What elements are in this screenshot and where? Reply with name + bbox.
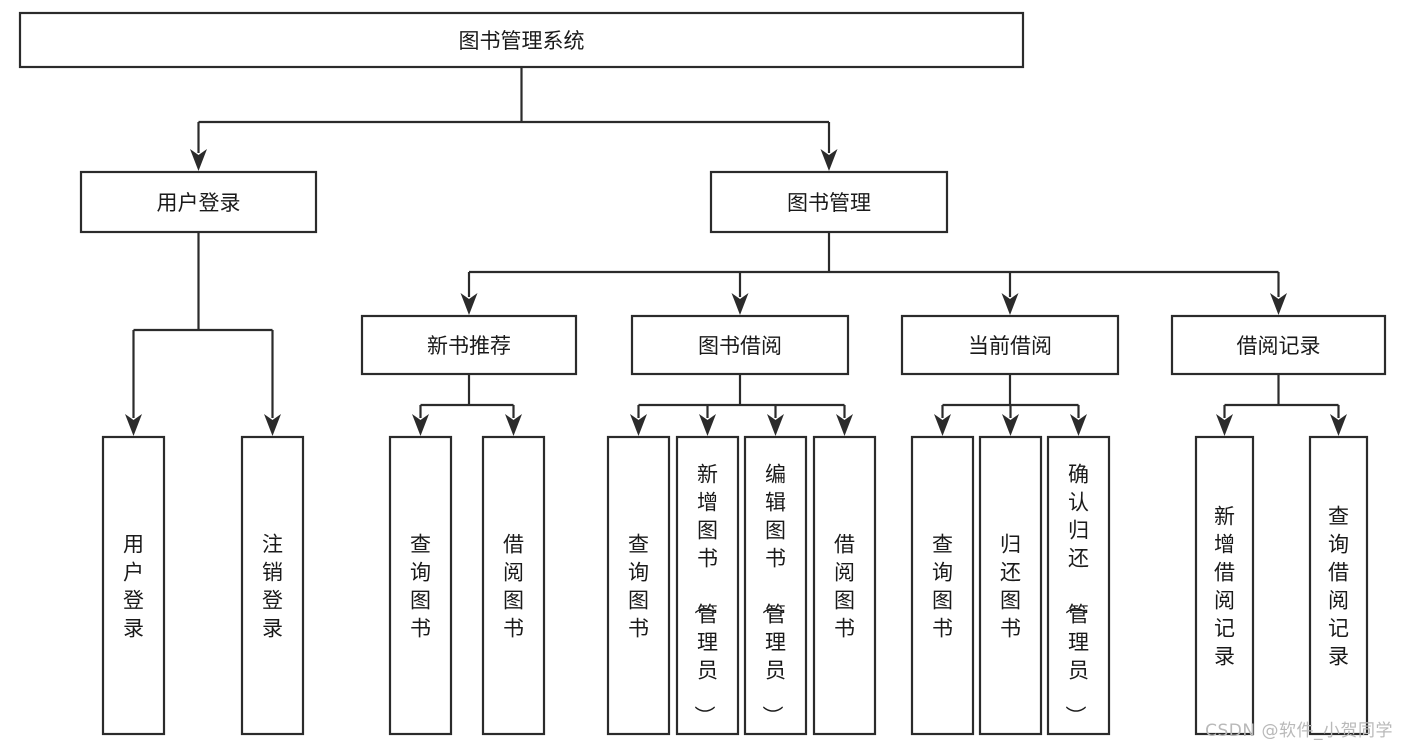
node-label: 新书推荐 bbox=[427, 334, 511, 358]
node-label: 图书管理系统 bbox=[459, 29, 585, 53]
csdn-watermark: CSDN @软件_小贺同学 bbox=[1205, 721, 1393, 741]
node-leaf-query-book-1[interactable]: 查询图书 bbox=[388, 435, 453, 736]
node-label: 借阅图书 bbox=[503, 532, 524, 640]
node-leaf-return-book[interactable]: 归还图书 bbox=[978, 435, 1043, 736]
node-leaf-add-record[interactable]: 新增借阅记录 bbox=[1194, 435, 1255, 736]
node-box bbox=[1308, 435, 1369, 736]
node-box bbox=[79, 170, 318, 234]
node-box bbox=[240, 435, 305, 736]
node-leaf-borrow-book-2[interactable]: 借阅图书 bbox=[812, 435, 877, 736]
node-root[interactable]: 图书管理系统 bbox=[18, 11, 1025, 69]
node-label: 用户登录 bbox=[123, 532, 144, 640]
node-label: 归还图书 bbox=[1000, 532, 1021, 640]
node-book-borrow[interactable]: 图书借阅 bbox=[630, 314, 850, 376]
node-box bbox=[709, 170, 949, 234]
node-label: 查询图书 bbox=[628, 532, 649, 640]
node-label: 用户登录 bbox=[157, 191, 241, 215]
node-box bbox=[606, 435, 671, 736]
node-user-login[interactable]: 用户登录 bbox=[79, 170, 318, 234]
connector-layer bbox=[125, 67, 1347, 436]
node-leaf-query-book-3[interactable]: 查询图书 bbox=[910, 435, 975, 736]
node-book-manage[interactable]: 图书管理 bbox=[709, 170, 949, 234]
node-leaf-edit-book[interactable]: 编辑图书（管理员） bbox=[743, 435, 808, 736]
node-borrow-record[interactable]: 借阅记录 bbox=[1170, 314, 1387, 376]
node-leaf-query-record[interactable]: 查询借阅记录 bbox=[1308, 435, 1369, 736]
node-label: 查询图书 bbox=[932, 532, 953, 640]
node-box bbox=[675, 435, 740, 736]
node-label: 图书管理 bbox=[787, 191, 871, 215]
node-leaf-user-login[interactable]: 用户登录 bbox=[101, 435, 166, 736]
node-label: 注销登录 bbox=[262, 532, 283, 640]
node-box bbox=[978, 435, 1043, 736]
node-box bbox=[910, 435, 975, 736]
node-box bbox=[812, 435, 877, 736]
node-box bbox=[1170, 314, 1387, 376]
node-current-borrow[interactable]: 当前借阅 bbox=[900, 314, 1120, 376]
node-box bbox=[1046, 435, 1111, 736]
node-box bbox=[18, 11, 1025, 69]
node-leaf-logout[interactable]: 注销登录 bbox=[240, 435, 305, 736]
node-label: 新增图书（管理员） bbox=[692, 462, 718, 726]
node-box bbox=[481, 435, 546, 736]
node-box bbox=[900, 314, 1120, 376]
node-box bbox=[101, 435, 166, 736]
node-box bbox=[360, 314, 578, 376]
node-box bbox=[1194, 435, 1255, 736]
node-label: 新增借阅记录 bbox=[1214, 504, 1235, 668]
node-leaf-confirm-return[interactable]: 确认归还（管理员） bbox=[1046, 435, 1111, 736]
node-label: 当前借阅 bbox=[968, 334, 1052, 358]
node-label: 借阅图书 bbox=[834, 532, 855, 640]
node-label: 查询借阅记录 bbox=[1328, 504, 1349, 668]
node-leaf-add-book[interactable]: 新增图书（管理员） bbox=[675, 435, 740, 736]
node-label: 借阅记录 bbox=[1237, 334, 1321, 358]
node-layer: 图书管理系统用户登录图书管理新书推荐图书借阅当前借阅借阅记录用户登录注销登录查询… bbox=[18, 11, 1387, 736]
node-label: 查询图书 bbox=[410, 532, 431, 640]
node-leaf-query-book-2[interactable]: 查询图书 bbox=[606, 435, 671, 736]
node-label: 图书借阅 bbox=[698, 334, 782, 358]
node-box bbox=[630, 314, 850, 376]
node-box bbox=[388, 435, 453, 736]
node-box bbox=[743, 435, 808, 736]
node-leaf-borrow-book-1[interactable]: 借阅图书 bbox=[481, 435, 546, 736]
node-label: 编辑图书（管理员） bbox=[760, 462, 786, 726]
node-new-book-rec[interactable]: 新书推荐 bbox=[360, 314, 578, 376]
node-label: 确认归还（管理员） bbox=[1063, 462, 1089, 726]
